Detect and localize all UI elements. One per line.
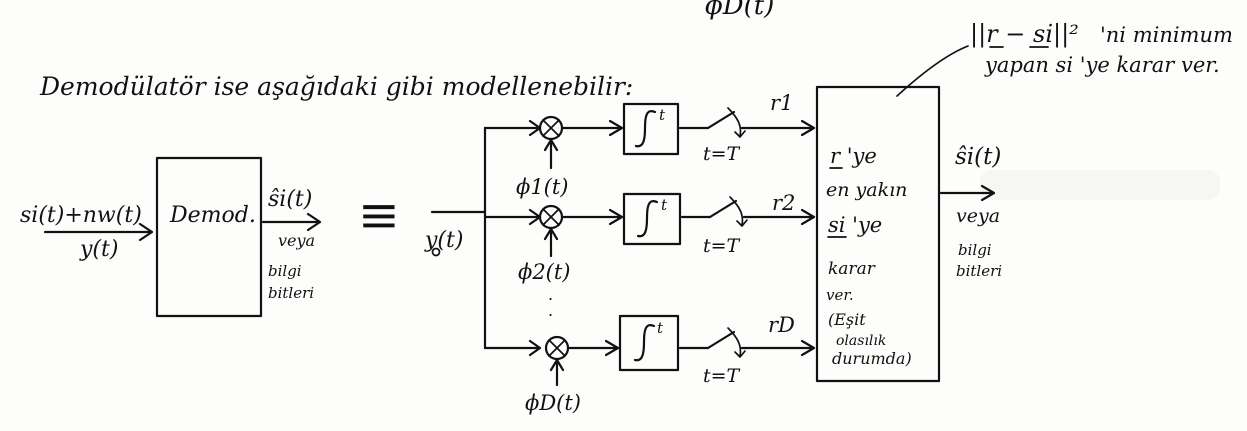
branch-2-feed xyxy=(483,208,542,226)
decision-line-5: ver. xyxy=(826,286,854,304)
output-2-label: r2 xyxy=(772,191,795,215)
note-expression: ||r − si||² xyxy=(970,20,1079,49)
equivalence-sign: ≡ xyxy=(358,186,400,244)
left-output-or: veya xyxy=(278,231,315,250)
decision-output-or: veya xyxy=(956,205,1000,227)
basis-D-feed xyxy=(549,358,565,387)
decision-line-3: si 'ye xyxy=(828,213,882,237)
output-D-label: rD xyxy=(768,313,795,337)
sample-1-label: t=T xyxy=(703,143,741,165)
branch-2-to-decision xyxy=(742,208,816,226)
basis-1-label: ϕ1(t) xyxy=(516,175,569,199)
basis-D-label: ϕD(t) xyxy=(525,391,581,415)
branch-D-to-decision xyxy=(740,339,816,357)
multiplier-1-cross xyxy=(542,119,560,137)
branch-D-feed xyxy=(483,339,542,357)
integrator-D-symbol xyxy=(633,324,656,362)
decision-output-arrow xyxy=(939,184,996,202)
demod-block-label: Demod. xyxy=(169,203,256,228)
branch-1: ϕ1(t) t t=T r1 xyxy=(483,91,816,199)
integrator-D-upper: t xyxy=(657,319,664,337)
integrator-1 xyxy=(622,102,680,156)
left-input-line2: y(t) xyxy=(79,237,118,262)
branch-2: ϕ2(t) t t=T r2 xyxy=(483,191,816,284)
vertical-dots-2: . xyxy=(548,301,553,320)
integrator-1-symbol xyxy=(634,110,657,148)
output-1-label: r1 xyxy=(770,91,793,115)
decision-output-line2: bilgi xyxy=(958,241,992,259)
basis-2-label: ϕ2(t) xyxy=(518,260,571,284)
note-line2: yapan si 'ye karar ver. xyxy=(984,53,1220,77)
multiplier-D-cross xyxy=(548,339,566,357)
integrator-D xyxy=(618,314,680,372)
left-output-line3: bitleri xyxy=(268,284,314,302)
decision-line-2: en yakın xyxy=(826,179,907,201)
decision-output-symbol: ŝi(t) xyxy=(955,144,1001,170)
left-input-arrow xyxy=(43,222,154,242)
decision-output-line3: bitleri xyxy=(956,262,1002,280)
input-node xyxy=(431,247,441,257)
left-output-arrow xyxy=(261,212,322,232)
decision-line-6: (Eşit xyxy=(828,310,866,329)
decision-block xyxy=(815,85,941,383)
integrator-1-upper: t xyxy=(659,106,666,124)
demod-block xyxy=(155,156,263,318)
decision-line-1: r 'ye xyxy=(830,144,877,168)
switch-D xyxy=(706,330,736,350)
note-suffix: 'ni minimum xyxy=(1100,23,1233,47)
basis-2-feed xyxy=(543,227,559,258)
branch-1-to-decision xyxy=(740,119,816,137)
input-signal-label: y(t) xyxy=(424,228,463,253)
branch-2-to-integrator xyxy=(560,208,624,226)
decision-line-8: durumda) xyxy=(832,349,912,368)
integrator-2-upper: t xyxy=(661,196,668,214)
heading: Demodülatör ise aşağıdaki gibi modellene… xyxy=(39,72,633,101)
branch-D: ϕD(t) t t=T rD xyxy=(483,313,816,415)
decision-line-7: olasılık xyxy=(836,333,886,349)
left-input-line1: si(t)+nw(t) xyxy=(20,203,142,228)
switch-1 xyxy=(706,110,736,130)
left-output-symbol: ŝi(t) xyxy=(268,187,312,212)
branch-1-feed xyxy=(483,119,542,137)
note-pointer-line xyxy=(896,45,969,97)
switch-D-arc xyxy=(727,327,746,358)
vertical-dots-1: . xyxy=(548,285,553,304)
decision-line-4: karar xyxy=(828,259,876,279)
paper-smudge xyxy=(980,170,1220,200)
switch-1-arc xyxy=(727,107,746,138)
switch-2 xyxy=(708,199,738,219)
basis-1-feed xyxy=(543,138,559,170)
switch-2-arc xyxy=(729,196,748,227)
branch-D-to-integrator xyxy=(566,339,620,357)
branch-1-to-integrator xyxy=(560,119,624,137)
multiplier-2-cross xyxy=(542,208,560,226)
sample-2-label: t=T xyxy=(703,235,741,257)
integrator-2-symbol xyxy=(636,200,659,238)
top-cut-label: ϕD(t) xyxy=(705,0,774,21)
integrator-2 xyxy=(622,192,682,246)
sample-D-label: t=T xyxy=(703,365,741,387)
left-output-line2: bilgi xyxy=(268,262,302,280)
